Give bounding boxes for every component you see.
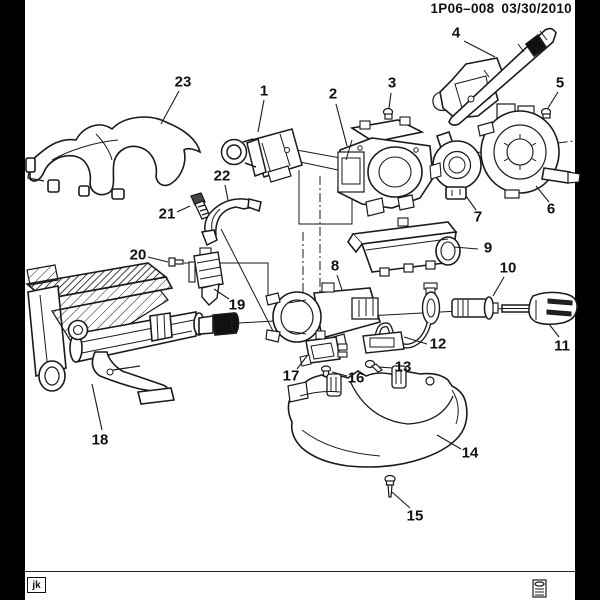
- callout-17: 17: [282, 367, 300, 385]
- callout-leader-lines: [91, 40, 560, 509]
- callout-4: 4: [451, 24, 461, 42]
- drawing-date: 03/30/2010: [501, 1, 572, 16]
- drawing-number: 1P06–008 03/30/2010: [423, 1, 572, 16]
- lock-cylinder: [451, 296, 499, 320]
- switch-17: [299, 330, 348, 367]
- callout-12: 12: [429, 335, 447, 353]
- bolt-21: [190, 192, 211, 220]
- footer-stamp-icon: [532, 579, 547, 598]
- sensor-ring: [429, 130, 482, 200]
- callout-16: 16: [347, 369, 365, 387]
- callout-18: 18: [91, 431, 109, 449]
- switch-housing: [337, 116, 434, 217]
- lower-shroud: [287, 365, 468, 468]
- callout-20: 20: [129, 246, 147, 264]
- upper-shroud: [25, 116, 202, 200]
- passlock-cable: [362, 282, 441, 354]
- lever-22: [200, 198, 262, 247]
- callout-19: 19: [228, 296, 246, 314]
- callout-22: 22: [213, 167, 231, 185]
- right-black-border: [575, 0, 600, 600]
- ignition-switch: [220, 128, 303, 183]
- steering-column: [25, 262, 240, 405]
- callout-7: 7: [473, 208, 483, 226]
- callout-8: 8: [330, 257, 340, 275]
- screw-3: [382, 107, 394, 120]
- screw-13: [364, 359, 384, 373]
- left-black-border: [0, 0, 25, 600]
- screw-15: [384, 474, 396, 498]
- callout-1: 1: [259, 82, 269, 100]
- callout-10: 10: [499, 259, 517, 277]
- callout-23: 23: [174, 73, 192, 91]
- pawl-bracket: [188, 247, 224, 306]
- callout-21: 21: [158, 205, 176, 223]
- support-bracket: [347, 217, 461, 277]
- screw-20: [168, 257, 184, 267]
- callout-14: 14: [461, 444, 479, 462]
- callout-6: 6: [546, 200, 556, 218]
- footer-code-box: jk: [27, 577, 46, 593]
- screw-5: [540, 107, 552, 119]
- callout-11: 11: [554, 337, 570, 355]
- clockspring-coil: [477, 103, 581, 199]
- footer-rule: [25, 571, 575, 572]
- callout-3: 3: [387, 74, 397, 92]
- callout-9: 9: [483, 239, 493, 257]
- ignition-key: [501, 291, 578, 326]
- callout-2: 2: [328, 85, 338, 103]
- multifunction-stalk: [432, 27, 557, 126]
- callout-13: 13: [394, 358, 412, 376]
- callout-15: 15: [406, 507, 424, 525]
- drawing-code: 1P06–008: [430, 1, 495, 16]
- callout-5: 5: [555, 74, 565, 92]
